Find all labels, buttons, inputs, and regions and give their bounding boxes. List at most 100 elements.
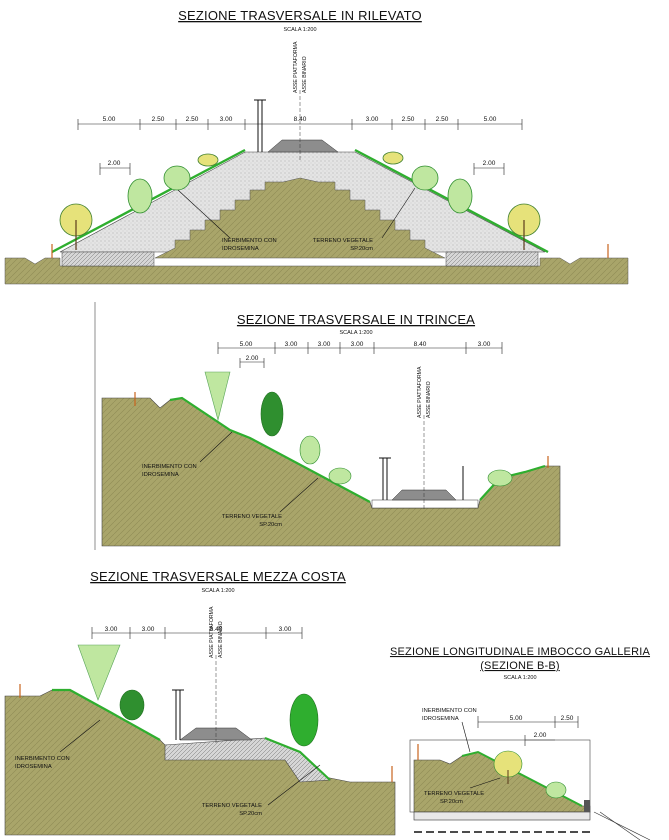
axis-track-label: ASSE BINARIO: [218, 621, 224, 658]
tree-icon: [507, 203, 541, 250]
axis-platform-label: ASSE PIATTAFORMA: [417, 366, 423, 418]
section-galleria: SEZIONE LONGITUDINALE IMBOCCO GALLERIA (…: [390, 646, 651, 840]
grass-line: [169, 396, 371, 503]
label-seed: INERBIMENTO CON: [422, 708, 477, 714]
label-seed: INERBIMENTO CON: [15, 756, 70, 762]
shrub-icon: [197, 153, 219, 167]
dimension-line: [217, 342, 503, 368]
label-seed: INERBIMENTO CON: [142, 464, 197, 470]
dim-label: 2.50: [561, 715, 574, 722]
embankment-core: [154, 177, 446, 259]
dim-label: 8.40: [414, 341, 427, 348]
sub-dimension: [99, 163, 505, 175]
tree-icon: [163, 165, 191, 191]
catenary-pole: [254, 99, 266, 152]
tree-icon: [493, 750, 523, 784]
label-seed: INERBIMENTO CON: [222, 238, 277, 244]
section-trincea: SEZIONE TRASVERSALE IN TRINCEA SCALA 1:2…: [101, 312, 561, 547]
section-scale: SCALA 1:200: [503, 675, 536, 681]
label-soil: TERRENO VEGETALE: [202, 803, 262, 809]
portal-slope: [593, 811, 651, 840]
section-mezza-costa: SEZIONE TRASVERSALE MEZZA COSTA SCALA 1:…: [4, 569, 396, 836]
tree-icon: [119, 689, 145, 721]
dim-label: 2.50: [402, 116, 415, 123]
tree-icon: [77, 644, 121, 701]
label-soil: TERRENO VEGETALE: [424, 791, 484, 797]
leader-line: [279, 477, 319, 513]
dim-label: 3.00: [351, 341, 364, 348]
leader-line: [381, 187, 416, 239]
track-ballast: [267, 139, 339, 153]
tree-icon: [59, 203, 93, 250]
dim-label: 3.00: [478, 341, 491, 348]
tree-icon: [204, 371, 231, 422]
tree-icon: [299, 435, 321, 465]
axis-track-label: ASSE BINARIO: [302, 56, 308, 93]
leader-line: [177, 189, 231, 239]
dim-label: 5.00: [103, 116, 116, 123]
tunnel-slab: [413, 811, 591, 821]
axis-platform-label: ASSE PIATTAFORMA: [209, 606, 215, 658]
section-scale: SCALA 1:200: [339, 330, 372, 336]
ground-soil: [4, 689, 396, 836]
tree-icon: [289, 693, 319, 747]
dim-label: 2.50: [436, 116, 449, 123]
section-scale: SCALA 1:200: [283, 27, 316, 33]
tree-icon: [447, 178, 473, 214]
dim-label: 2.00: [108, 160, 121, 167]
dim-label: 2.00: [534, 732, 547, 739]
dim-label: 5.00: [240, 341, 253, 348]
section-scale: SCALA 1:200: [201, 588, 234, 594]
dim-label: 5.00: [510, 715, 523, 722]
section-title: SEZIONE TRASVERSALE MEZZA COSTA: [90, 569, 346, 584]
dim-label: 8.40: [294, 116, 307, 123]
portal-wall: [584, 800, 590, 812]
dim-label: 3.00: [285, 341, 298, 348]
label-seed: IDROSEMINA: [222, 246, 259, 252]
label-soil: SP.20cm: [259, 522, 282, 528]
label-soil: SP.20cm: [440, 799, 463, 805]
label-soil: SP.20cm: [350, 246, 373, 252]
shrub-icon: [487, 469, 513, 487]
section-rilevato: SEZIONE TRASVERSALE IN RILEVATO SCALA 1:…: [4, 8, 629, 285]
dim-label: 3.00: [142, 626, 155, 633]
label-seed: IDROSEMINA: [15, 764, 52, 770]
dim-label: 8.40: [210, 626, 223, 633]
dim-label: 3.00: [105, 626, 118, 633]
section-title: SEZIONE TRASVERSALE IN RILEVATO: [178, 8, 422, 23]
dimension-line: [91, 627, 303, 639]
shrub-icon: [545, 781, 567, 799]
label-soil: TERRENO VEGETALE: [313, 238, 373, 244]
axis-track-label: ASSE BINARIO: [426, 381, 432, 418]
section-title: SEZIONE TRASVERSALE IN TRINCEA: [237, 312, 475, 327]
section-subtitle: (SEZIONE B-B): [480, 660, 560, 672]
dim-label: 3.00: [318, 341, 331, 348]
grass-line: [52, 688, 161, 741]
section-title: SEZIONE LONGITUDINALE IMBOCCO GALLERIA: [390, 646, 651, 658]
label-soil: SP.20cm: [239, 811, 262, 817]
label-seed: IDROSEMINA: [142, 472, 179, 478]
leader-line: [461, 721, 471, 753]
grass-line: [264, 736, 331, 781]
catenary-pole: [172, 689, 184, 740]
catenary-pole: [379, 457, 464, 500]
base-block-left: [61, 251, 155, 267]
platform-base: [371, 499, 479, 509]
ground-soil: [4, 257, 629, 285]
dim-label: 3.00: [279, 626, 292, 633]
dim-label: 5.00: [484, 116, 497, 123]
grass-line: [479, 464, 546, 501]
dim-label: 2.00: [246, 355, 259, 362]
tree-icon: [411, 165, 439, 191]
dim-label: 2.50: [186, 116, 199, 123]
dim-label: 2.50: [152, 116, 165, 123]
base-block-right: [445, 251, 539, 267]
leader-line: [267, 764, 321, 806]
label-seed: IDROSEMINA: [422, 716, 459, 722]
shrub-icon: [328, 467, 352, 485]
dim-label: 2.00: [483, 160, 496, 167]
label-soil: TERRENO VEGETALE: [222, 514, 282, 520]
axis-platform-label: ASSE PIATTAFORMA: [293, 41, 299, 93]
leader-line: [469, 777, 501, 789]
